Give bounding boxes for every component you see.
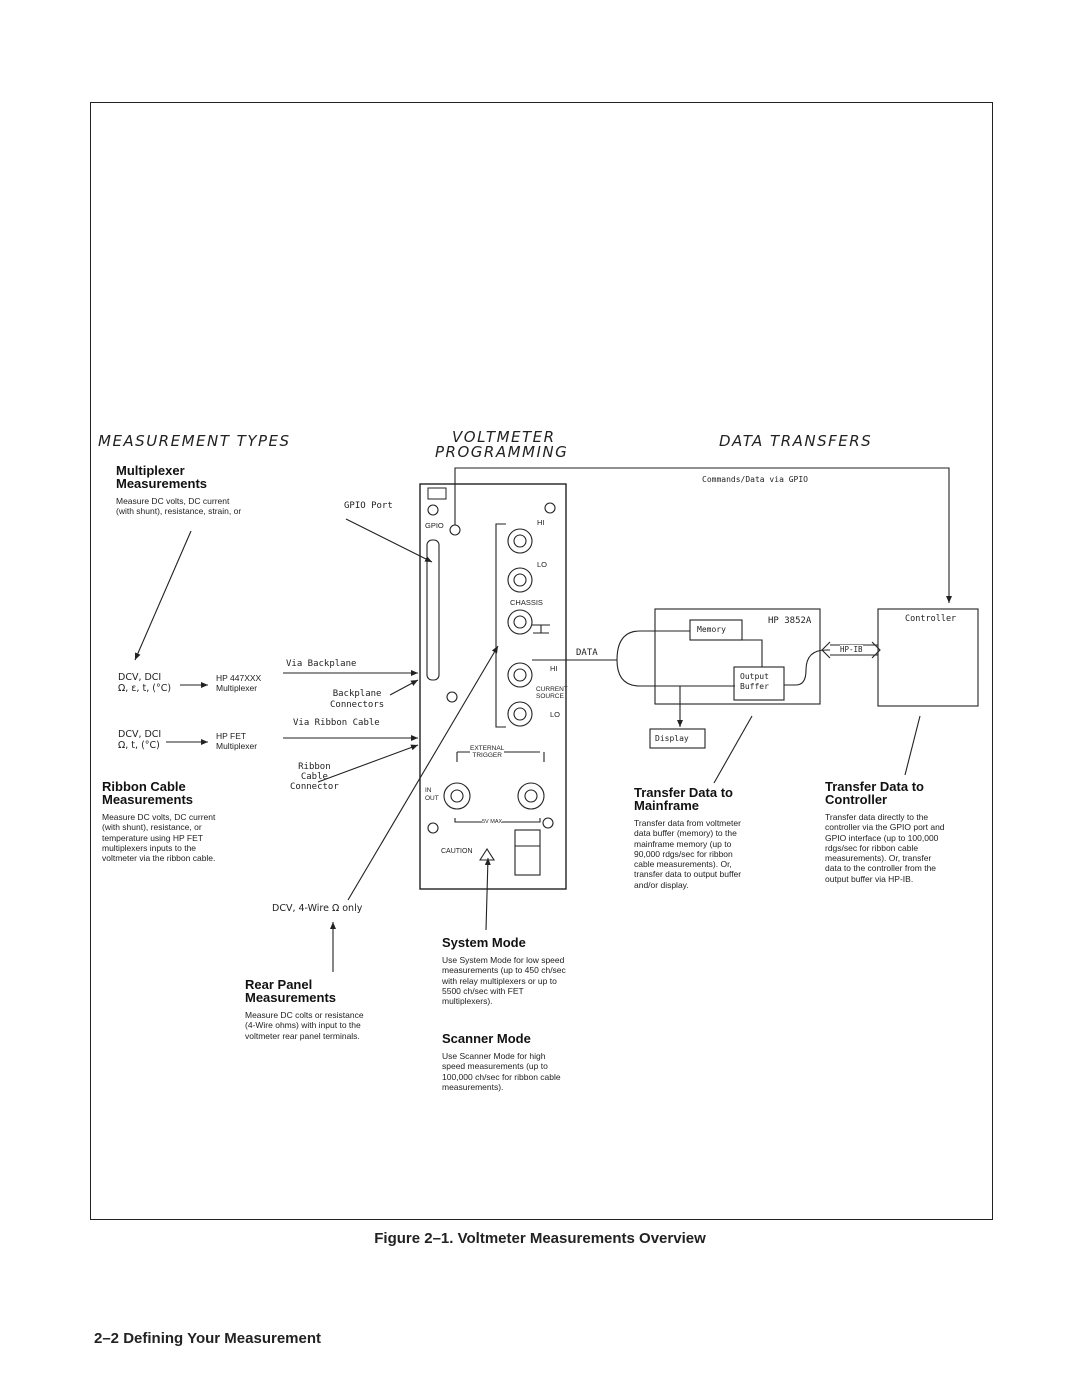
label-display: Display (655, 734, 689, 743)
system-mode-desc: Use System Mode for low speed measuremen… (442, 955, 566, 1007)
input-row2-right: HP FET Multiplexer (216, 731, 258, 751)
panel-lo2-label: LO (550, 710, 561, 719)
panel-lo-label: LO (537, 560, 548, 569)
label-via-ribbon-cable: Via Ribbon Cable (293, 718, 380, 728)
rear-panel-desc: Measure DC colts or resistance (4-Wire o… (245, 1010, 364, 1041)
label-hp3852a: HP 3852A (768, 616, 812, 626)
panel-chassis-label: CHASSIS (510, 598, 543, 607)
memory-box (689, 619, 743, 641)
controller-box (877, 608, 979, 707)
rear-panel-title-1: Rear Panel (245, 977, 313, 992)
label-via-backplane: Via Backplane (286, 659, 357, 669)
multiplexer-title-1: Multiplexer (116, 463, 185, 478)
voltmeter-panel (419, 483, 567, 890)
label-memory: Memory (697, 625, 726, 634)
panel-caution-label: CAUTION (441, 848, 473, 855)
label-gpio-port: GPIO Port (344, 501, 393, 511)
ribbon-cable-title-1: Ribbon Cable (102, 779, 186, 794)
label-commands-data: Commands/Data via GPIO (702, 475, 808, 484)
page-footer: 2–2 Defining Your Measurement (94, 1330, 322, 1347)
system-mode-title: System Mode (442, 935, 526, 950)
panel-gpio-label: GPIO (425, 521, 444, 530)
label-controller: Controller (905, 614, 957, 624)
label-backplane-connectors: Backplane Connectors (330, 689, 385, 710)
transfer-controller-desc: Transfer data directly to the controller… (825, 812, 945, 884)
ribbon-cable-title-2: Measurements (102, 792, 194, 807)
transfer-controller-title-1: Transfer Data to (825, 779, 924, 794)
display-box (649, 728, 706, 749)
label-output-buffer: Output Buffer (740, 672, 769, 691)
rear-panel-title-2: Measurements (245, 990, 337, 1005)
label-dcv-4wire: DCV, 4-Wire Ω only (272, 903, 363, 914)
transfer-controller-title-2: Controller (825, 792, 888, 807)
figure-frame (90, 102, 993, 1220)
panel-in-out-label: IN OUT (425, 787, 439, 802)
label-data: DATA (576, 648, 598, 658)
ribbon-cable-desc: Measure DC volts, DC current (with shunt… (102, 812, 216, 864)
scanner-mode-desc: Use Scanner Mode for high speed measurem… (442, 1051, 561, 1092)
input-row1-left: DCV, DCI Ω, ε, t, (°C) (118, 672, 172, 694)
header-data-transfers: DATA TRANSFERS (719, 432, 873, 450)
panel-max-label: 5V MAX (482, 817, 503, 827)
multiplexer-title-2: Measurements (116, 476, 208, 491)
transfer-mainframe-title-1: Transfer Data to (634, 785, 733, 800)
label-ribbon-cable-connector: Ribbon Cable Connector (290, 762, 339, 792)
output-buffer-box (733, 666, 785, 701)
multiplexer-desc: Measure DC volts, DC current (with shunt… (116, 496, 242, 517)
figure-caption: Figure 2–1. Voltmeter Measurements Overv… (374, 1230, 706, 1247)
label-hpib: HP-IB (840, 645, 863, 654)
header-measurement-types: MEASUREMENT TYPES (98, 432, 291, 450)
input-row1-right: HP 447XXX Multiplexer (216, 673, 262, 693)
transfer-mainframe-title-2: Mainframe (634, 798, 700, 813)
scanner-mode-title: Scanner Mode (442, 1031, 531, 1046)
header-voltmeter-programming-2: PROGRAMMING (435, 443, 569, 461)
input-row2-left: DCV, DCI Ω, t, (°C) (118, 729, 162, 751)
panel-current-source-label: CURRENT SOURCE (536, 686, 568, 700)
transfer-mainframe-desc: Transfer data from voltmeter data buffer… (634, 818, 742, 890)
hp3852a-box (654, 608, 821, 705)
panel-external-trigger-label: EXTERNAL TRIGGER (470, 745, 505, 759)
panel-hi-label: HI (537, 518, 545, 527)
gpio-connector (426, 539, 440, 681)
header-voltmeter-programming-1: VOLTMETER (452, 428, 556, 446)
panel-hi2-label: HI (550, 664, 558, 673)
